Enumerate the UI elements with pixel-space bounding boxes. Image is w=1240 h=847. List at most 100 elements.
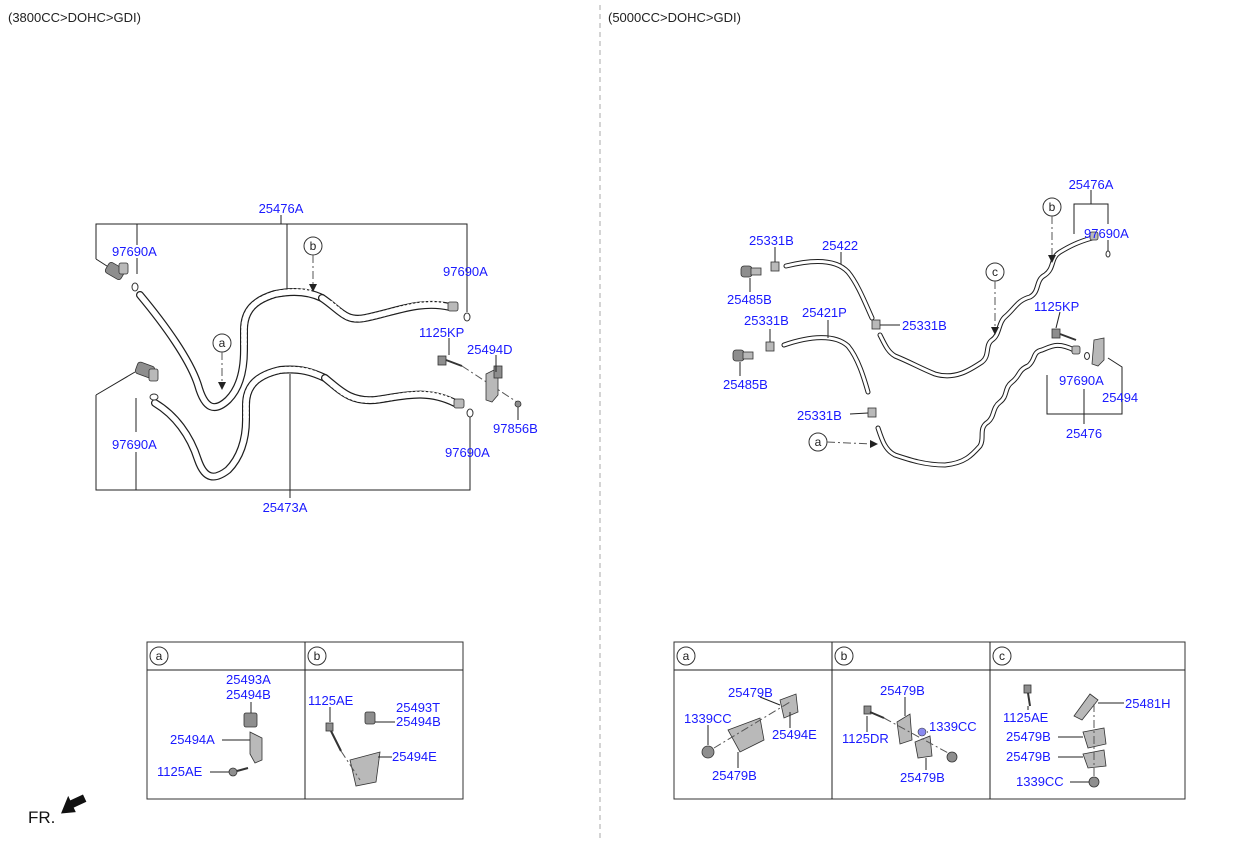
bracket-25494a: [249, 731, 263, 764]
clamp-25331b-3: [765, 341, 775, 352]
plug-25485b-2: [732, 349, 754, 362]
oring-lower-left: [149, 393, 159, 401]
label-1125kp-left[interactable]: 1125KP: [419, 325, 464, 340]
oring-97690a-lower-right: [1084, 352, 1090, 360]
label-25331b-2[interactable]: 25331B: [902, 318, 947, 333]
label-25331b-3[interactable]: 25331B: [744, 313, 789, 328]
detail-b-right-marker: [834, 646, 854, 666]
label-25494b-b[interactable]: 25494B: [396, 714, 441, 729]
label-97690a-upper-left[interactable]: 97690A: [112, 244, 157, 259]
front-direction-indicator: FR.: [28, 794, 87, 827]
plug-25485b-1: [740, 265, 762, 278]
label-25476-right[interactable]: 25476: [1066, 426, 1102, 441]
right-assembly: b c a 25476A 97690A 25331B 25422 25485B …: [723, 177, 1138, 468]
svg-text:c: c: [992, 265, 998, 279]
detail-a-right-marker: [676, 646, 696, 666]
clip-97856b: [514, 400, 522, 408]
nut-1339cc-b: [946, 751, 958, 763]
svg-text:b: b: [841, 649, 848, 663]
right-engine-header: (5000CC>DOHC>GDI): [608, 10, 741, 25]
bolt-1125ae-b: [325, 722, 342, 752]
oring-lower-right: [466, 408, 474, 418]
label-25479b-b2[interactable]: 25479B: [900, 770, 945, 785]
label-25422[interactable]: 25422: [822, 238, 858, 253]
svg-text:a: a: [156, 649, 163, 663]
label-25494e-a[interactable]: 25494E: [772, 727, 817, 742]
label-25479b-c2[interactable]: 25479B: [1006, 749, 1051, 764]
bracket-25481h: [1073, 693, 1099, 721]
oring-97690a-upper-right: [1105, 250, 1111, 258]
upper-hose-end-fitting: [447, 301, 459, 312]
svg-text:a: a: [683, 649, 690, 663]
lower-hose-bracket-line: [95, 395, 471, 491]
label-97690a-upper-right[interactable]: 97690A: [443, 264, 488, 279]
label-97690a-upper-right-5000[interactable]: 97690A: [1084, 226, 1129, 241]
label-25479b-b1[interactable]: 25479B: [880, 683, 925, 698]
label-25485b-1[interactable]: 25485B: [727, 292, 772, 307]
front-arrow-icon: [61, 794, 87, 814]
svg-text:b: b: [1049, 200, 1056, 214]
oring-upper-left: [131, 282, 139, 292]
label-1125ae-c[interactable]: 1125AE: [1003, 710, 1049, 725]
label-1125kp-right[interactable]: 1125KP: [1034, 299, 1079, 314]
label-1339cc-b[interactable]: 1339CC: [929, 719, 977, 734]
label-25494d[interactable]: 25494D: [467, 342, 513, 357]
label-1339cc-c[interactable]: 1339CC: [1016, 774, 1064, 789]
label-25476a-left[interactable]: 25476A: [259, 201, 304, 216]
label-25479b-c1[interactable]: 25479B: [1006, 729, 1051, 744]
label-25493t[interactable]: 25493T: [396, 700, 440, 715]
bracket-25494: [1091, 337, 1105, 367]
nut-1339cc-c: [1088, 776, 1100, 788]
clamp-25331b-2: [871, 319, 881, 330]
nut-1339cc-a: [701, 745, 715, 759]
label-25494b-a[interactable]: 25494B: [226, 687, 271, 702]
label-25493a[interactable]: 25493A: [226, 672, 271, 687]
left-engine-header: (3800CC>DOHC>GDI): [8, 10, 141, 25]
label-25476a-right[interactable]: 25476A: [1069, 177, 1114, 192]
label-25421p[interactable]: 25421P: [802, 305, 847, 320]
label-25485b-2[interactable]: 25485B: [723, 377, 768, 392]
label-25494e-b[interactable]: 25494E: [392, 749, 437, 764]
lower-elbow-fitting: [134, 361, 159, 382]
bolt-1125kp: [437, 355, 463, 367]
svg-text:b: b: [310, 239, 317, 253]
label-1125ae-a[interactable]: 1125AE: [157, 764, 203, 779]
clamp-25331b-1: [770, 261, 780, 272]
detail-a-left-marker: [149, 646, 169, 666]
right-detail-table: a b c 25479B 1339CC 25494E 25479B 25479B: [673, 641, 1186, 800]
clip-25493a: [243, 712, 258, 728]
label-1339cc-a[interactable]: 1339CC: [684, 711, 732, 726]
label-97690a-lower-right[interactable]: 97690A: [445, 445, 490, 460]
label-25331b-4[interactable]: 25331B: [797, 408, 842, 423]
label-25494a[interactable]: 25494A: [170, 732, 215, 747]
label-25494[interactable]: 25494: [1102, 390, 1138, 405]
label-97690a-lower-right-5000[interactable]: 97690A: [1059, 373, 1104, 388]
svg-text:a: a: [219, 336, 226, 350]
label-1125ae-b[interactable]: 1125AE: [308, 693, 354, 708]
bolt-1125ae-a: [228, 767, 249, 777]
left-detail-table: a b 25493A 25494B 25494A 1125AE 1125AE 2…: [146, 641, 464, 800]
left-assembly: a b 25476A 97690A 97690A 1125KP 25494D 9…: [95, 201, 538, 515]
label-25473a[interactable]: 25473A: [263, 500, 308, 515]
detail-b-left-marker: [307, 646, 327, 666]
label-25481h[interactable]: 25481H: [1125, 696, 1171, 711]
label-97690a-lower-left[interactable]: 97690A: [112, 437, 157, 452]
label-97856b[interactable]: 97856B: [493, 421, 538, 436]
detail-c-right-marker: [992, 646, 1012, 666]
upper-elbow-fitting: [104, 262, 129, 280]
svg-text:b: b: [314, 649, 321, 663]
lower-hose-end-fitting: [453, 398, 465, 409]
label-25479b-a1[interactable]: 25479B: [728, 685, 773, 700]
bracket-25494e: [349, 751, 381, 787]
svg-text:a: a: [815, 435, 822, 449]
oring-upper-right: [463, 312, 471, 322]
upper-hose-bracket-line: [95, 223, 468, 312]
label-1125dr[interactable]: 1125DR: [842, 731, 889, 746]
clip-25493t: [364, 711, 376, 725]
bolt-1125dr: [863, 705, 885, 719]
label-25479b-a2[interactable]: 25479B: [712, 768, 757, 783]
bolt-1125kp-right: [1051, 328, 1077, 341]
svg-text:c: c: [999, 649, 1005, 663]
label-25331b-1[interactable]: 25331B: [749, 233, 794, 248]
